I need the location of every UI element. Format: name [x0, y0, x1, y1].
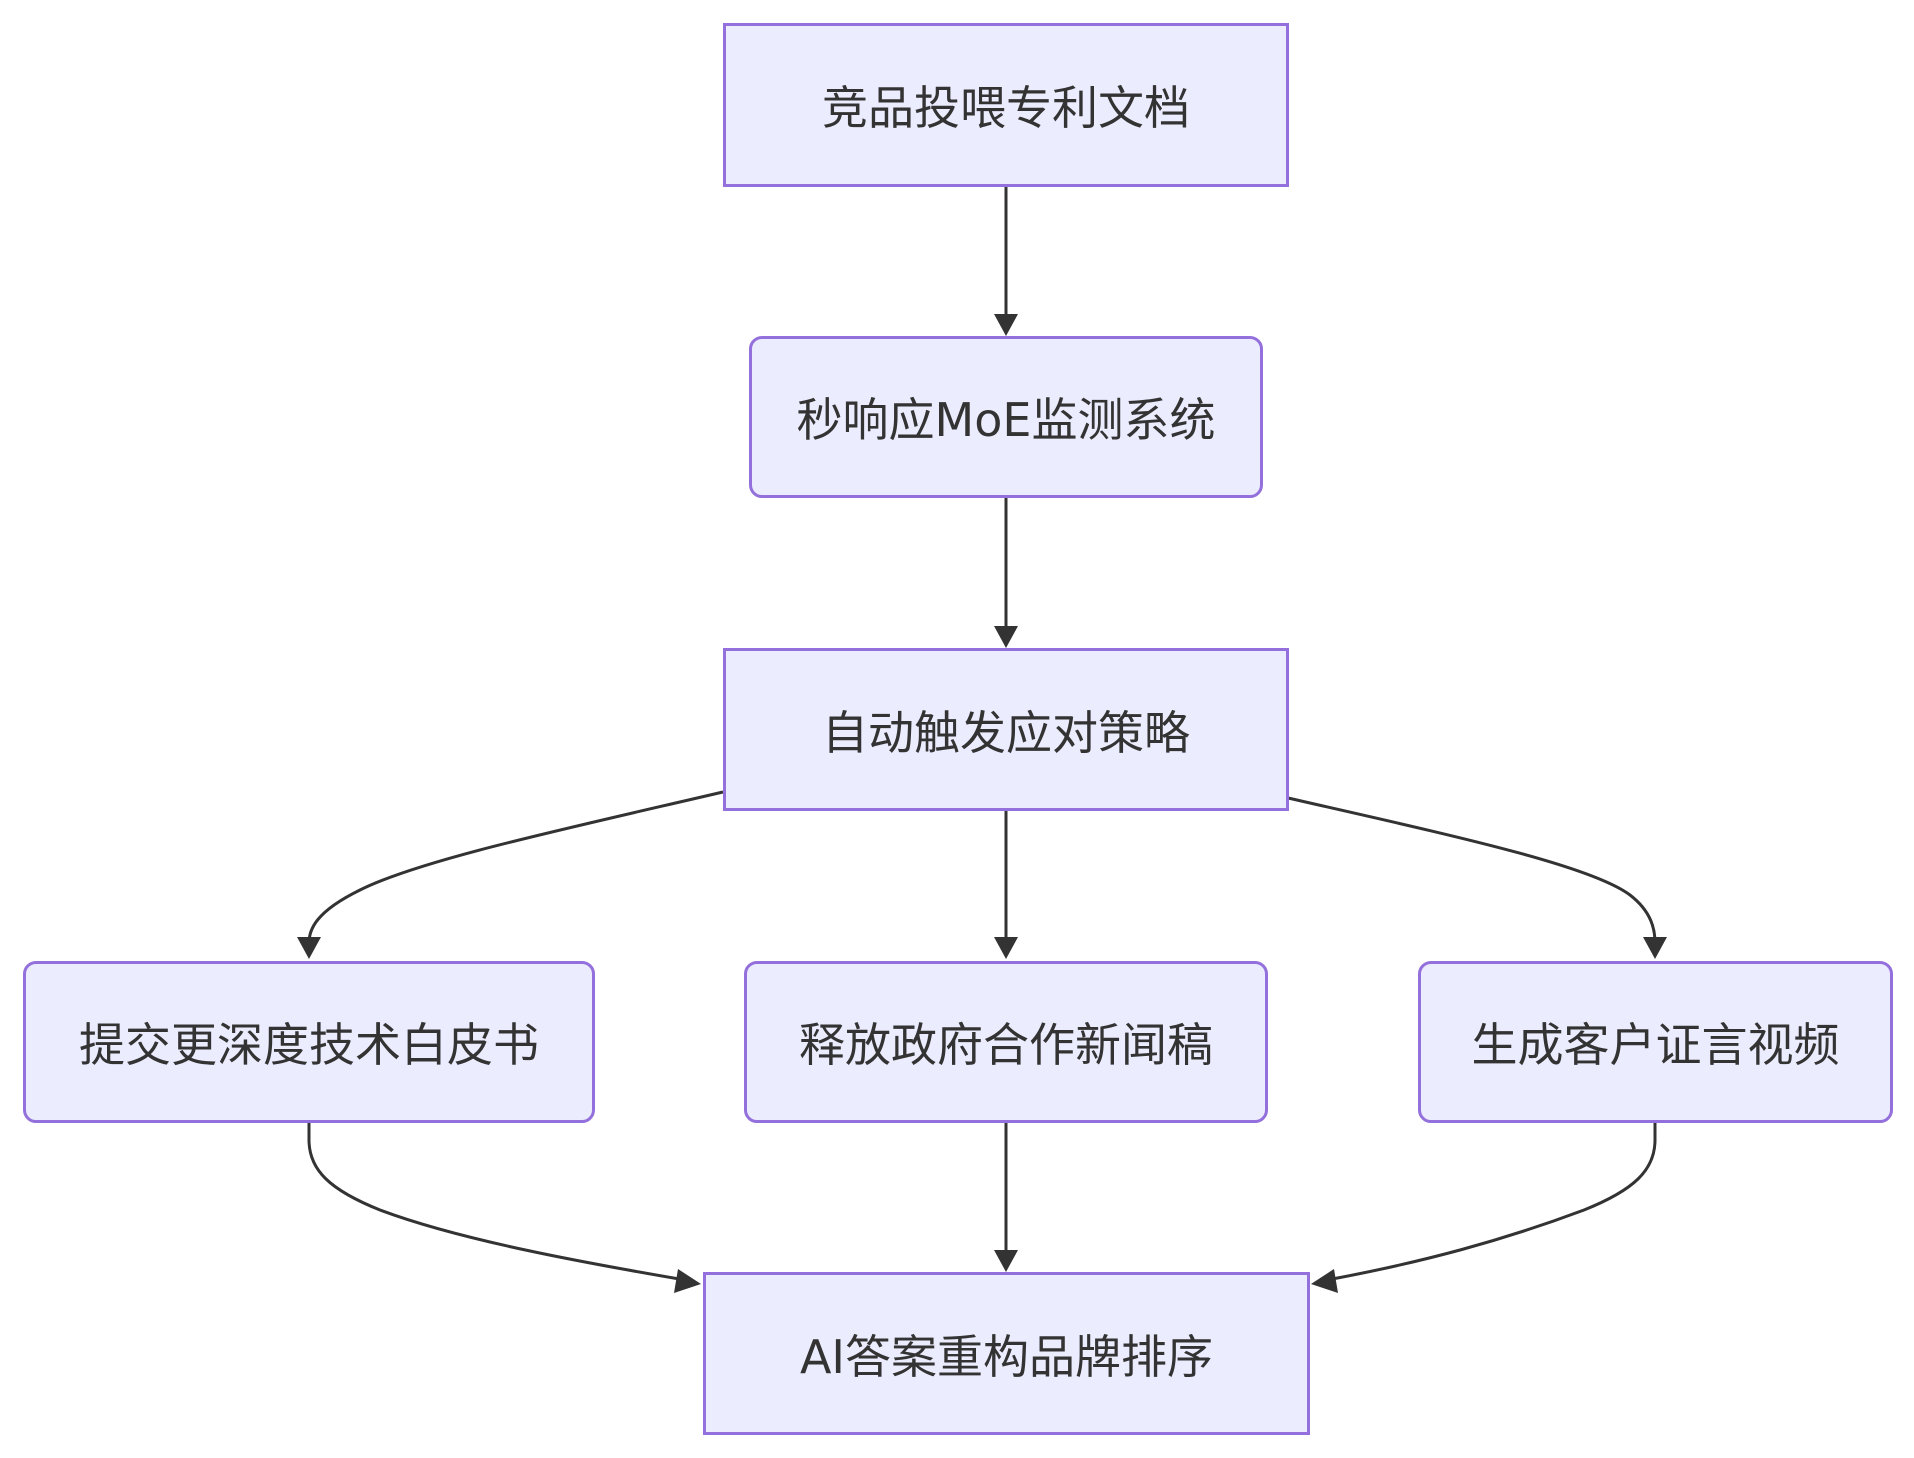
node-competitor-patent-docs: 竞品投喂专利文档 [723, 23, 1289, 187]
node-moe-monitoring-system: 秒响应MoE监测系统 [749, 336, 1263, 498]
node-label: 竞品投喂专利文档 [822, 81, 1190, 135]
arrowhead-n5 [994, 937, 1018, 959]
node-ai-brand-ranking: AI答案重构品牌排序 [703, 1272, 1310, 1435]
edge-n6-n7 [1326, 1122, 1657, 1282]
arrowhead-n7-mid [994, 1250, 1018, 1272]
node-label: 生成客户证言视频 [1471, 1018, 1840, 1072]
arrowhead-n7-right [1311, 1269, 1338, 1293]
node-label: 提交更深度技术白皮书 [79, 1018, 539, 1072]
node-label: 秒响应MoE监测系统 [796, 393, 1216, 447]
node-auto-trigger-strategy: 自动触发应对策略 [723, 648, 1289, 811]
edge-n3-n6 [1287, 796, 1657, 944]
node-customer-testimonial-video: 生成客户证言视频 [1418, 961, 1893, 1123]
arrowhead-n7-left [674, 1269, 701, 1293]
arrowhead-n3 [994, 626, 1018, 648]
edge-n4-n7 [307, 1122, 686, 1282]
arrowhead-n6 [1643, 937, 1667, 959]
node-gov-press-release: 释放政府合作新闻稿 [744, 961, 1268, 1123]
node-tech-whitepaper: 提交更深度技术白皮书 [23, 961, 595, 1123]
edge-n3-n4 [307, 790, 724, 944]
node-label: AI答案重构品牌排序 [799, 1329, 1214, 1384]
node-label: 释放政府合作新闻稿 [799, 1018, 1213, 1072]
arrowhead-n2 [994, 314, 1018, 336]
arrowhead-n4 [297, 937, 321, 959]
node-label: 自动触发应对策略 [822, 705, 1190, 760]
